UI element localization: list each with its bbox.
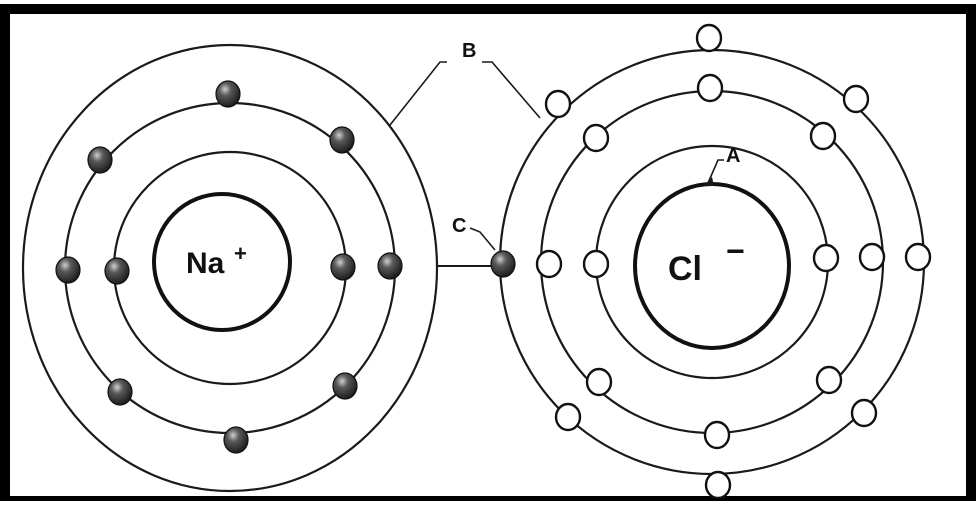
sodium-electron bbox=[223, 426, 249, 454]
sodium-outer-shell bbox=[21, 43, 439, 493]
chloride-ion: Cl − bbox=[490, 23, 932, 500]
chlorine-electron bbox=[582, 123, 610, 153]
sodium-electron bbox=[377, 252, 403, 280]
chlorine-electron bbox=[904, 242, 932, 272]
chlorine-electrons bbox=[490, 23, 932, 500]
label-b-leader-right bbox=[482, 61, 541, 119]
label-b: B bbox=[462, 40, 476, 62]
chlorine-electron bbox=[535, 249, 563, 279]
chlorine-electron bbox=[696, 73, 724, 103]
sodium-symbol: Na bbox=[186, 247, 225, 280]
label-a: A bbox=[726, 145, 740, 167]
sodium-electron bbox=[107, 378, 133, 406]
chlorine-nucleus bbox=[633, 182, 791, 350]
chlorine-symbol: Cl bbox=[668, 250, 702, 288]
sodium-electron bbox=[215, 80, 241, 108]
sodium-electron bbox=[87, 146, 113, 174]
sodium-electron bbox=[330, 253, 356, 281]
sodium-ion: Na + bbox=[21, 43, 439, 493]
label-b-leader-left bbox=[389, 61, 447, 126]
sodium-nucleus bbox=[152, 192, 292, 332]
sodium-electron bbox=[55, 256, 81, 284]
chlorine-electron bbox=[812, 243, 840, 273]
sodium-electron bbox=[104, 257, 130, 285]
transferred-electron bbox=[490, 250, 516, 278]
sodium-electrons bbox=[55, 80, 403, 454]
sodium-electron bbox=[332, 372, 358, 400]
sodium-electron bbox=[329, 126, 355, 154]
chlorine-electron bbox=[703, 420, 731, 450]
label-c: C bbox=[452, 215, 466, 237]
chlorine-electron bbox=[695, 23, 723, 53]
chlorine-electron bbox=[585, 367, 613, 397]
sodium-charge: + bbox=[234, 241, 247, 266]
chlorine-electron bbox=[544, 89, 572, 119]
chlorine-electron bbox=[809, 121, 837, 151]
chlorine-electron bbox=[858, 242, 886, 272]
label-c-leader bbox=[469, 227, 496, 251]
chlorine-electron bbox=[582, 249, 610, 279]
chlorine-electron bbox=[842, 84, 870, 114]
chlorine-electron bbox=[704, 470, 732, 500]
chlorine-electron bbox=[815, 365, 843, 395]
label-a-leader bbox=[707, 159, 724, 184]
chlorine-charge: − bbox=[726, 233, 745, 269]
chlorine-electron bbox=[554, 402, 582, 432]
label-a-arrowhead bbox=[704, 177, 714, 186]
chlorine-electron bbox=[850, 398, 878, 428]
